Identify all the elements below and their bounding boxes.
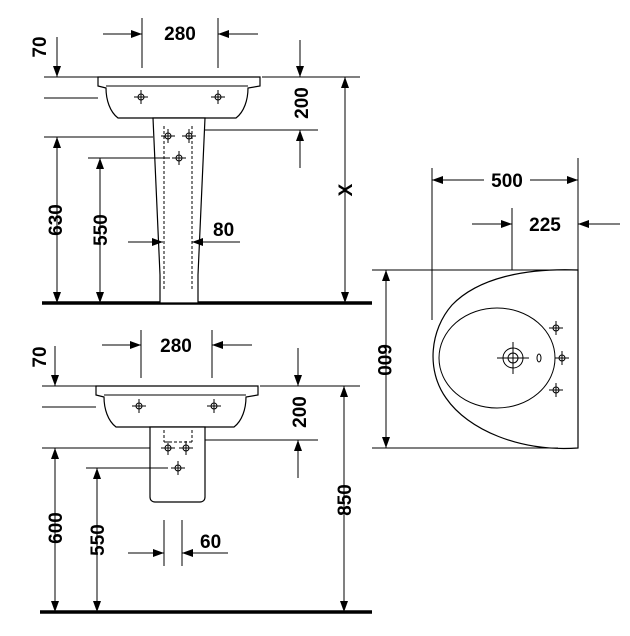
pedestal-elevation: 280 70 630 550 200 X bbox=[30, 18, 372, 305]
dimension-850: 850 bbox=[335, 484, 356, 516]
dimension-x: X bbox=[336, 183, 357, 196]
basin-outline bbox=[97, 76, 261, 119]
dimension-70: 70 bbox=[30, 346, 51, 367]
semi-pedestal-elevation: 280 70 600 550 200 850 bbox=[30, 330, 372, 614]
dimension-70: 70 bbox=[30, 36, 51, 57]
dimension-600-plan: 600 bbox=[373, 344, 394, 376]
dimension-630: 630 bbox=[46, 204, 67, 236]
dimension-550: 550 bbox=[91, 214, 112, 246]
dimension-200: 200 bbox=[290, 396, 311, 428]
dimension-280: 280 bbox=[160, 336, 192, 357]
dimension-600: 600 bbox=[46, 512, 67, 544]
dimension-60: 60 bbox=[200, 532, 221, 553]
plan-view: 500 225 600 bbox=[372, 158, 620, 450]
basin-outline bbox=[95, 385, 259, 428]
dimension-500: 500 bbox=[491, 171, 523, 192]
dimension-225: 225 bbox=[529, 215, 561, 236]
pedestal-column bbox=[152, 117, 206, 304]
dimension-200: 200 bbox=[292, 87, 313, 119]
overflow-icon bbox=[536, 353, 542, 363]
dimension-80: 80 bbox=[213, 220, 234, 241]
basin-plan-outline bbox=[432, 269, 579, 450]
dimension-550: 550 bbox=[88, 524, 109, 556]
dimension-280: 280 bbox=[164, 24, 196, 45]
